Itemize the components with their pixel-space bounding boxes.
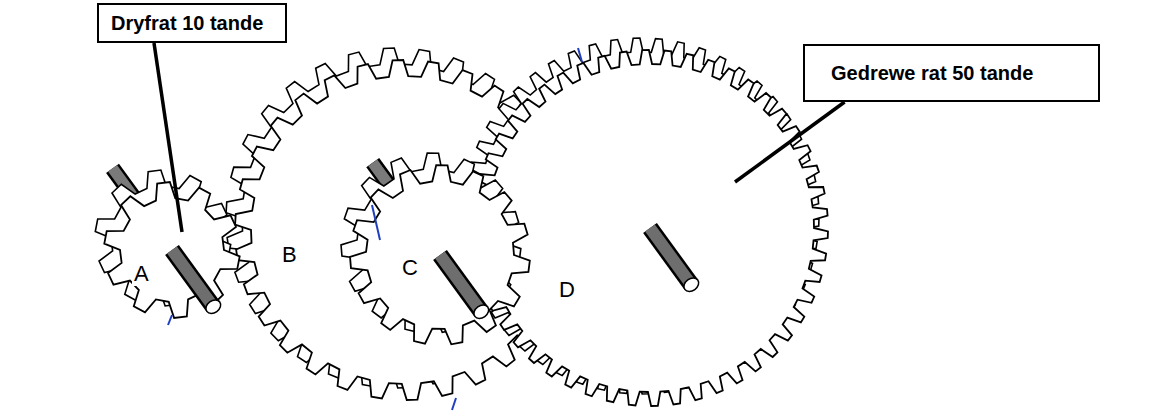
gear-a [95,168,239,318]
gear-front-face [104,182,239,318]
callout-text: Gedrewe rat 50 tande [831,62,1033,85]
shaft-end [681,275,701,294]
shaft-front [650,228,691,285]
shaft-front-outline [440,255,481,312]
leader-line [154,43,182,232]
gear-letter: A [132,262,151,286]
tooth-mark [452,398,456,410]
shaft-end [203,297,223,316]
callout-box: Dryfrat 10 tande [97,3,287,43]
gear-letter: C [400,256,420,280]
gear-front-face [350,165,530,344]
callout-box: Gedrewe rat 50 tande [803,44,1100,102]
leader-line [735,102,845,182]
shaft-front-outline [650,228,691,285]
callout-text: Dryfrat 10 tande [111,12,263,35]
shaft-front-outline [172,250,213,307]
shaft-front [440,255,481,312]
gear-c [341,153,530,344]
tooth-mark [372,205,380,240]
tooth-mark [578,48,582,62]
gear-letter: B [280,243,299,267]
shaft-front [172,250,213,307]
tooth-mark [168,315,172,325]
shaft-end [471,302,491,321]
gear-letter: D [557,278,577,302]
